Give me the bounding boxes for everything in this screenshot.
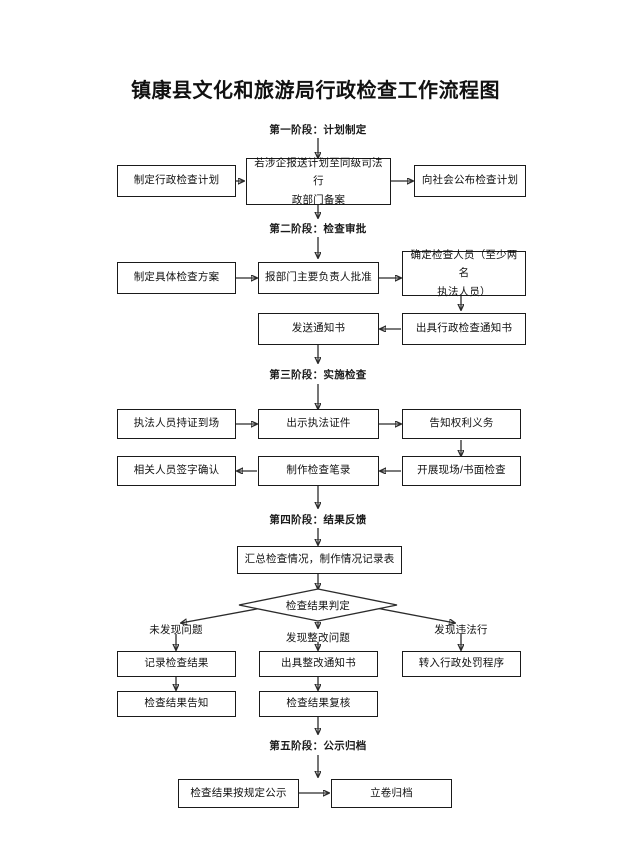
node-label: 执法人员持证到场 [133, 417, 220, 430]
node-make-inspection-plan[interactable]: 制定行政检查计划 [117, 165, 236, 197]
node-label: 制定具体检查方案 [133, 271, 220, 284]
node-label: 制定行政检查计划 [133, 174, 220, 187]
node-label: 立卷归档 [370, 786, 413, 799]
branch-label-no-problem: 未发现问题 [149, 624, 203, 636]
node-parties-sign-confirmation[interactable]: 相关人员签字确认 [117, 456, 236, 486]
node-label: 开展现场/书面检查 [417, 464, 506, 477]
node-label-line1: 确定检查人员（至少两名 [410, 248, 518, 280]
decision-label: 检查结果判定 [285, 599, 351, 612]
node-label: 记录检查结果 [144, 657, 209, 670]
node-send-notice[interactable]: 发送通知书 [258, 313, 379, 345]
node-label-line2: 执法人员） [437, 285, 491, 298]
stage-label-2: 第二阶段：检查审批 [269, 223, 367, 235]
node-label: 向社会公布检查计划 [421, 174, 519, 187]
node-show-law-enforcement-credentials[interactable]: 出示执法证件 [258, 409, 379, 439]
node-file-and-archive[interactable]: 立卷归档 [331, 779, 452, 808]
node-review-inspection-result[interactable]: 检查结果复核 [259, 691, 378, 717]
stage-label-5: 第五阶段：公示归档 [269, 740, 367, 752]
branch-label-illegal-conduct: 发现违法行 [434, 624, 488, 636]
node-inform-rights-and-duties[interactable]: 告知权利义务 [402, 409, 521, 439]
node-label: 检查结果复核 [286, 697, 351, 710]
node-file-plan-with-justice-dept[interactable]: 若涉企报送计划至同级司法行 政部门备案 [246, 157, 391, 206]
stage-label-3: 第三阶段：实施检查 [269, 369, 367, 381]
node-label: 出具整改通知书 [281, 657, 356, 670]
node-label: 相关人员签字确认 [133, 464, 220, 477]
node-inspectors-arrive-with-credentials[interactable]: 执法人员持证到场 [117, 409, 236, 439]
decision-inspection-result[interactable]: 检查结果判定 [238, 588, 398, 622]
page-title: 镇康县文化和旅游局行政检查工作流程图 [131, 80, 500, 102]
node-issue-rectification-notice[interactable]: 出具整改通知书 [259, 651, 378, 677]
node-label-line2: 政部门备案 [291, 193, 346, 206]
node-label: 检查结果告知 [144, 697, 209, 710]
node-publicize-result[interactable]: 检查结果按规定公示 [178, 779, 299, 808]
node-label: 发送通知书 [291, 322, 346, 335]
node-issue-inspection-notice[interactable]: 出具行政检查通知书 [402, 313, 526, 345]
node-transfer-to-penalty-procedure[interactable]: 转入行政处罚程序 [402, 651, 521, 677]
stage-label-1: 第一阶段：计划制定 [269, 124, 367, 136]
stage-label-4: 第四阶段：结果反馈 [269, 514, 367, 526]
node-label: 汇总检查情况，制作情况记录表 [244, 553, 395, 566]
node-label: 制作检查笔录 [286, 464, 351, 477]
node-label: 出具行政检查通知书 [415, 322, 513, 335]
node-label: 出示执法证件 [286, 417, 351, 430]
node-label-line1: 若涉企报送计划至同级司法行 [254, 156, 383, 188]
node-conduct-onsite-or-written-inspection[interactable]: 开展现场/书面检查 [402, 456, 521, 486]
node-inform-inspection-result[interactable]: 检查结果告知 [117, 691, 236, 717]
node-label: 检查结果按规定公示 [190, 786, 287, 799]
node-assign-inspectors[interactable]: 确定检查人员（至少两名 执法人员） [402, 249, 526, 298]
node-department-head-approval[interactable]: 报部门主要负责人批准 [258, 262, 379, 294]
node-label: 转入行政处罚程序 [418, 657, 505, 670]
branch-label-rectification-needed: 发现整改问题 [285, 632, 351, 644]
node-label: 告知权利义务 [429, 417, 494, 430]
node-make-specific-scheme[interactable]: 制定具体检查方案 [117, 262, 236, 294]
node-publish-plan-to-public[interactable]: 向社会公布检查计划 [414, 165, 526, 197]
node-summarize-and-make-record-table[interactable]: 汇总检查情况，制作情况记录表 [237, 546, 402, 574]
node-label: 报部门主要负责人批准 [265, 271, 372, 284]
node-make-inspection-record[interactable]: 制作检查笔录 [258, 456, 379, 486]
node-record-inspection-result[interactable]: 记录检查结果 [117, 651, 236, 677]
